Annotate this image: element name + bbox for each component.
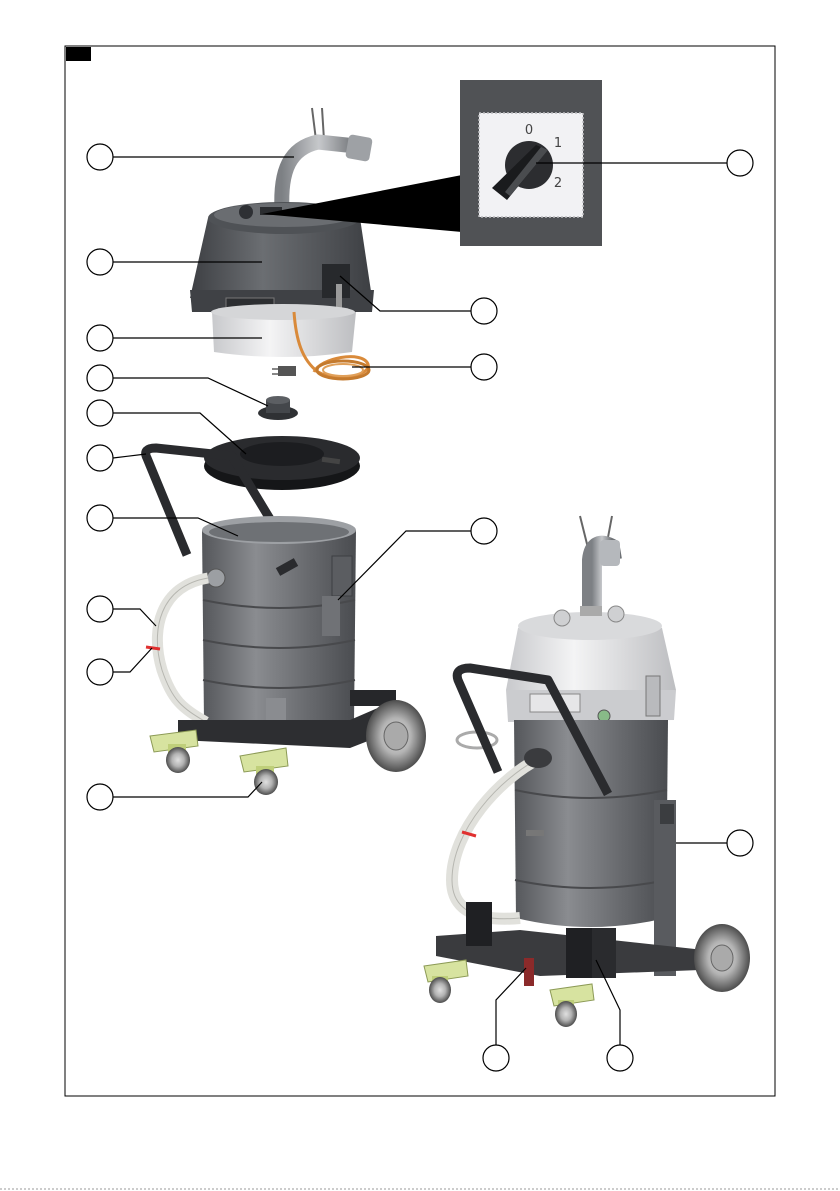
page-marker xyxy=(66,47,91,61)
callout-3 xyxy=(87,325,113,351)
switch-position-0: 0 xyxy=(525,123,533,138)
collection-drum xyxy=(202,516,356,731)
leader-4 xyxy=(113,378,268,406)
suction-hose xyxy=(146,578,208,722)
callout-6 xyxy=(87,445,113,471)
assembled-view xyxy=(424,516,750,1027)
callouts xyxy=(87,144,753,1071)
callout-15 xyxy=(727,830,753,856)
front-caster-right xyxy=(240,748,288,795)
callout-9 xyxy=(87,659,113,685)
suction-elbow xyxy=(282,108,373,210)
callout-12 xyxy=(471,298,497,324)
callout-17 xyxy=(607,1045,633,1071)
callout-13 xyxy=(471,354,497,380)
filter-cartridge xyxy=(211,304,356,357)
callout-7 xyxy=(87,505,113,531)
leader-10 xyxy=(113,782,262,797)
leader-6 xyxy=(113,454,146,458)
leader-8 xyxy=(113,609,156,626)
assembled-caster-left xyxy=(424,960,468,1003)
lid-ring xyxy=(204,436,360,490)
assembled-suction-elbow xyxy=(580,516,620,612)
filter-cap xyxy=(258,396,298,420)
callout-16 xyxy=(483,1045,509,1071)
callout-4 xyxy=(87,365,113,391)
assembled-caster-right xyxy=(550,984,594,1027)
callout-2 xyxy=(87,249,113,275)
front-caster-left xyxy=(150,730,198,773)
callout-1 xyxy=(87,144,113,170)
leader-9 xyxy=(113,648,152,672)
callout-11 xyxy=(471,518,497,544)
leader-11 xyxy=(338,531,484,600)
leader-16 xyxy=(496,968,526,1046)
switch-position-1: 1 xyxy=(554,136,562,151)
callout-10 xyxy=(87,784,113,810)
switch-position-2: 2 xyxy=(554,176,562,191)
callout-8 xyxy=(87,596,113,622)
callout-14 xyxy=(727,150,753,176)
callout-5 xyxy=(87,400,113,426)
